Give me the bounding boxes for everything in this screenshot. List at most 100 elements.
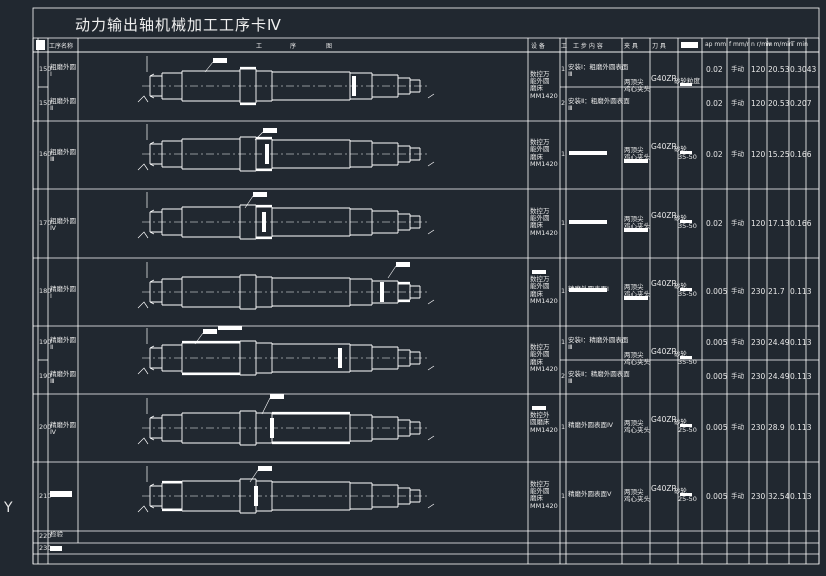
machined-surface-mark [162,480,182,512]
machined-surface-mark [240,66,256,106]
process-no: 220 [39,532,52,540]
process-no: 160 [39,150,52,158]
tool-spec: 35-50 [678,290,697,298]
ucs-y-label: Y [4,500,13,516]
step-content-masked [569,288,607,292]
shaft-chamfer [149,279,155,305]
dimension-label-masked [218,326,242,330]
value-time: 0.113 [790,338,812,347]
clamp-arrow-right [427,161,435,167]
value-speed: 230 [751,372,766,381]
machined-surface-mark [256,136,272,172]
header-drawing-2: 序 [290,43,297,50]
tool-spec: 35-50 [678,358,697,366]
machined-surface-mark [398,281,410,303]
tool-grinding-wheel: G40ZR [651,73,677,83]
value-feed: 手动 [731,491,744,500]
value-speed: 230 [751,287,766,296]
value-speed: 120 [751,64,766,74]
tool-masked-mark [680,424,692,427]
clamp-arrow-left [137,367,149,375]
header-drawing-1: 工 [256,43,263,50]
leader-line [387,265,397,279]
value-speed: 120 [751,150,766,159]
fixture-masked [624,296,648,300]
value-ap: 0.005 [706,491,728,501]
fixture: 两顶尖鸡心夹头 [624,351,650,367]
dimension-label-masked [213,58,227,63]
tool-grinding-wheel: G40ZR [651,347,677,356]
header-T: T min [791,41,808,48]
value-velocity: 15.25 [768,150,790,159]
tool-note: 砂轮 [674,145,687,153]
step-no: 1 [561,218,566,227]
header-v: v m/min [768,41,793,48]
dimension-label-masked [253,192,267,197]
shaft-chamfer [149,483,155,509]
machined-surface-mark [272,411,350,445]
tool-masked-mark [680,288,692,291]
clamp-arrow-right [427,299,435,305]
leader-line [249,469,259,483]
value-speed: 120 [751,218,766,228]
value-feed: 手动 [731,64,744,73]
step-no: 2 [561,99,566,107]
fixture: 两顶尖鸡心夹头 [624,487,650,503]
fixture: 两顶尖鸡心夹头 [624,283,650,299]
tool-note: 砂轮 [674,350,687,358]
value-velocity: 28.9 [768,423,785,432]
leader-line [244,195,254,209]
value-ap: 0.005 [706,423,728,432]
value-feed: 手动 [731,338,744,346]
tool-masked-mark [680,492,692,496]
clamp-arrow-left [137,163,149,171]
header-step: 工 [561,43,568,50]
value-velocity: 20.53 [768,99,790,108]
value-time: 0.113 [790,287,812,296]
header-n: n r/min [751,41,773,48]
process-no: 210 [39,491,52,500]
sheet-title: 动力输出轴机械加工工序卡Ⅳ [75,16,282,34]
name-masked [50,490,72,497]
step-no: 1 [561,64,566,73]
clamp-arrow-right [427,503,435,509]
fixture-masked [624,159,648,163]
tool-note: 砂轮 [674,418,687,426]
tool-grinding-wheel: G40ZR [651,279,677,288]
shaft-chamfer [149,345,155,371]
tool-note: 砂轮 [674,486,687,495]
machined-surface-mark [182,340,240,376]
value-feed: 手动 [731,372,744,380]
step-content-masked [569,219,607,224]
step-no: 1 [561,338,566,346]
tool-masked-mark [680,82,692,86]
fixture: 两顶尖鸡心夹头 [624,77,650,93]
process-name: 检验 [50,530,63,538]
step-content: 精磨外圆表面Ⅳ [568,421,613,429]
clamp-arrow-right [427,435,435,441]
clamp-arrow-left [137,231,149,239]
value-time: 0.113 [790,372,812,381]
tool-spec: 35-50 [678,153,697,161]
tool-grinding-wheel: G40ZR [651,210,677,220]
step-no: 1 [561,287,566,295]
value-feed: 手动 [731,287,744,295]
header-ap: ap mm [705,41,727,48]
header-equipment: 设 备 [531,43,545,50]
tool-masked-mark [680,356,692,359]
machined-surface-mark [256,204,272,240]
tool-grinding-wheel: G40ZR [651,483,677,493]
header-corner-mark [36,40,45,50]
tool-masked-mark [680,151,692,154]
shaft-chamfer [149,415,155,441]
